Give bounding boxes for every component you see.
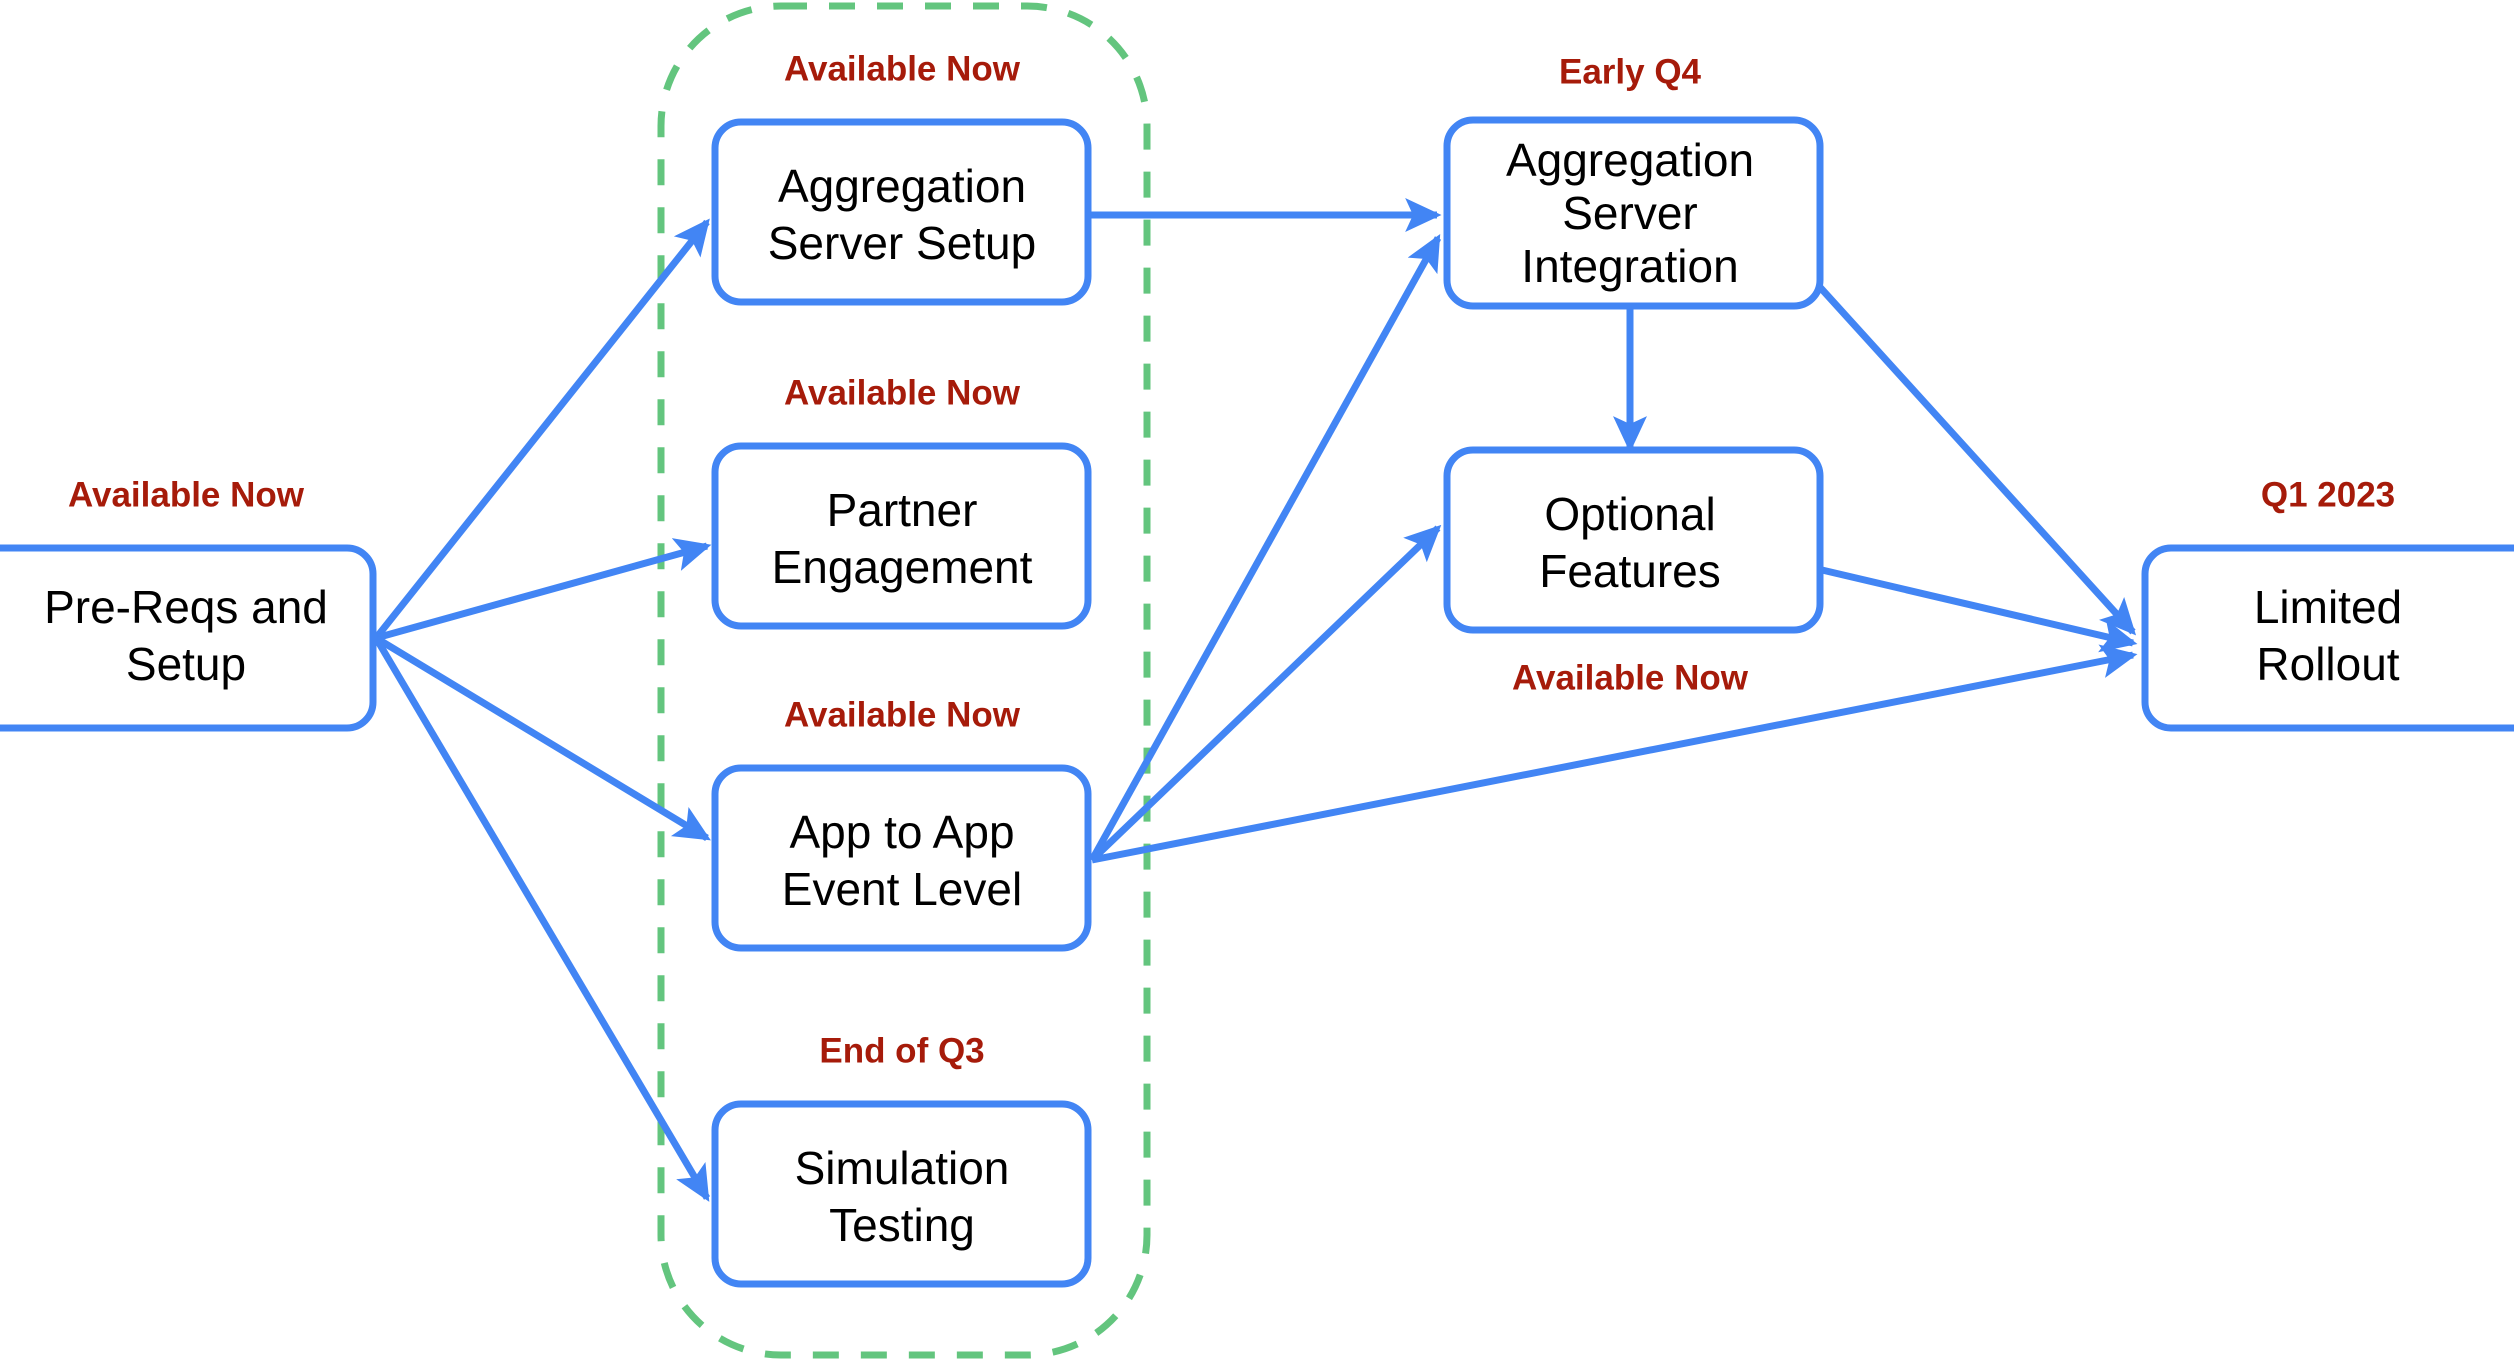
edge-aggregation-server-integration-to-limited-rollout bbox=[1815, 282, 2137, 636]
node-box-partner-engagement[interactable] bbox=[711, 442, 1092, 630]
edge-app-to-app-to-optional-features bbox=[1089, 524, 1442, 863]
edge-prereqs-to-app-to-app-event-level bbox=[374, 635, 711, 841]
node-aggregation-server-setup[interactable]: Available Now Aggregation Server Setup bbox=[711, 49, 1092, 306]
node-label-aggregation-server-setup-line1: Aggregation bbox=[778, 160, 1026, 212]
node-label-partner-engagement-line2: Engagement bbox=[772, 541, 1033, 593]
edge-app-to-app-to-limited-rollout bbox=[1091, 644, 2138, 864]
node-label-aggregation-server-integration-line2: Server bbox=[1562, 187, 1697, 239]
node-label-pre-reqs-line1: Pre-Reqs and bbox=[44, 581, 328, 633]
node-label-aggregation-server-integration-line3: Integration bbox=[1521, 240, 1738, 292]
status-label-aggregation-server-integration: Early Q4 bbox=[1559, 52, 1702, 91]
edge-optional-features-to-limited-rollout bbox=[1821, 566, 2138, 653]
node-app-to-app-event-level[interactable]: Available Now App to App Event Level bbox=[711, 695, 1092, 952]
node-partner-engagement[interactable]: Available Now Partner Engagement bbox=[711, 373, 1092, 630]
node-aggregation-server-integration[interactable]: Early Q4 Aggregation Server Integration bbox=[1443, 52, 1824, 310]
node-label-app-to-app-event-level-line2: Event Level bbox=[782, 863, 1022, 915]
node-box-limited-rollout[interactable] bbox=[2141, 544, 2514, 732]
node-optional-features[interactable]: Available Now Optional Features bbox=[1443, 446, 1824, 697]
edge-prereqs-to-simulation-testing bbox=[372, 636, 711, 1202]
node-label-partner-engagement-line1: Partner bbox=[827, 484, 978, 536]
node-label-pre-reqs-line2: Setup bbox=[126, 638, 246, 690]
node-box-optional-features[interactable] bbox=[1443, 446, 1824, 634]
edge-app-to-app-to-aggregation-server-integration bbox=[1088, 234, 1442, 862]
status-label-aggregation-server-setup: Available Now bbox=[784, 49, 1021, 88]
status-label-pre-reqs: Available Now bbox=[68, 475, 305, 514]
node-simulation-testing[interactable]: End of Q3 Simulation Testing bbox=[711, 1031, 1092, 1288]
edge-prereqs-to-partner-engagement bbox=[375, 538, 712, 642]
node-box-aggregation-server-setup[interactable] bbox=[711, 118, 1092, 306]
node-limited-rollout[interactable]: Q1 2023 Limited Rollout bbox=[2141, 475, 2514, 732]
node-label-simulation-testing-line2: Testing bbox=[829, 1199, 975, 1251]
node-box-app-to-app-event-level[interactable] bbox=[711, 764, 1092, 952]
node-label-aggregation-server-integration-line1: Aggregation bbox=[1506, 134, 1754, 186]
status-label-partner-engagement: Available Now bbox=[784, 373, 1021, 412]
node-label-aggregation-server-setup-line2: Server Setup bbox=[768, 217, 1036, 269]
status-label-limited-rollout: Q1 2023 bbox=[2261, 475, 2395, 514]
node-label-app-to-app-event-level-line1: App to App bbox=[789, 806, 1014, 858]
status-label-optional-features: Available Now bbox=[1512, 658, 1749, 697]
node-label-limited-rollout-line1: Limited bbox=[2254, 581, 2402, 633]
node-label-simulation-testing-line1: Simulation bbox=[795, 1142, 1010, 1194]
node-box-aggregation-server-integration[interactable] bbox=[1443, 116, 1824, 310]
node-label-optional-features-line2: Features bbox=[1539, 545, 1721, 597]
status-label-simulation-testing: End of Q3 bbox=[819, 1031, 984, 1070]
node-label-limited-rollout-line2: Rollout bbox=[2256, 638, 2399, 690]
status-label-app-to-app-event-level: Available Now bbox=[784, 695, 1021, 734]
edges-layer bbox=[372, 198, 2138, 1202]
edge-prereqs-to-aggregation-server-setup bbox=[373, 218, 710, 641]
node-box-pre-reqs[interactable] bbox=[0, 544, 377, 732]
node-pre-reqs[interactable]: Available Now Pre-Reqs and Setup bbox=[0, 475, 377, 732]
node-box-simulation-testing[interactable] bbox=[711, 1100, 1092, 1288]
node-label-optional-features-line1: Optional bbox=[1544, 488, 1715, 540]
